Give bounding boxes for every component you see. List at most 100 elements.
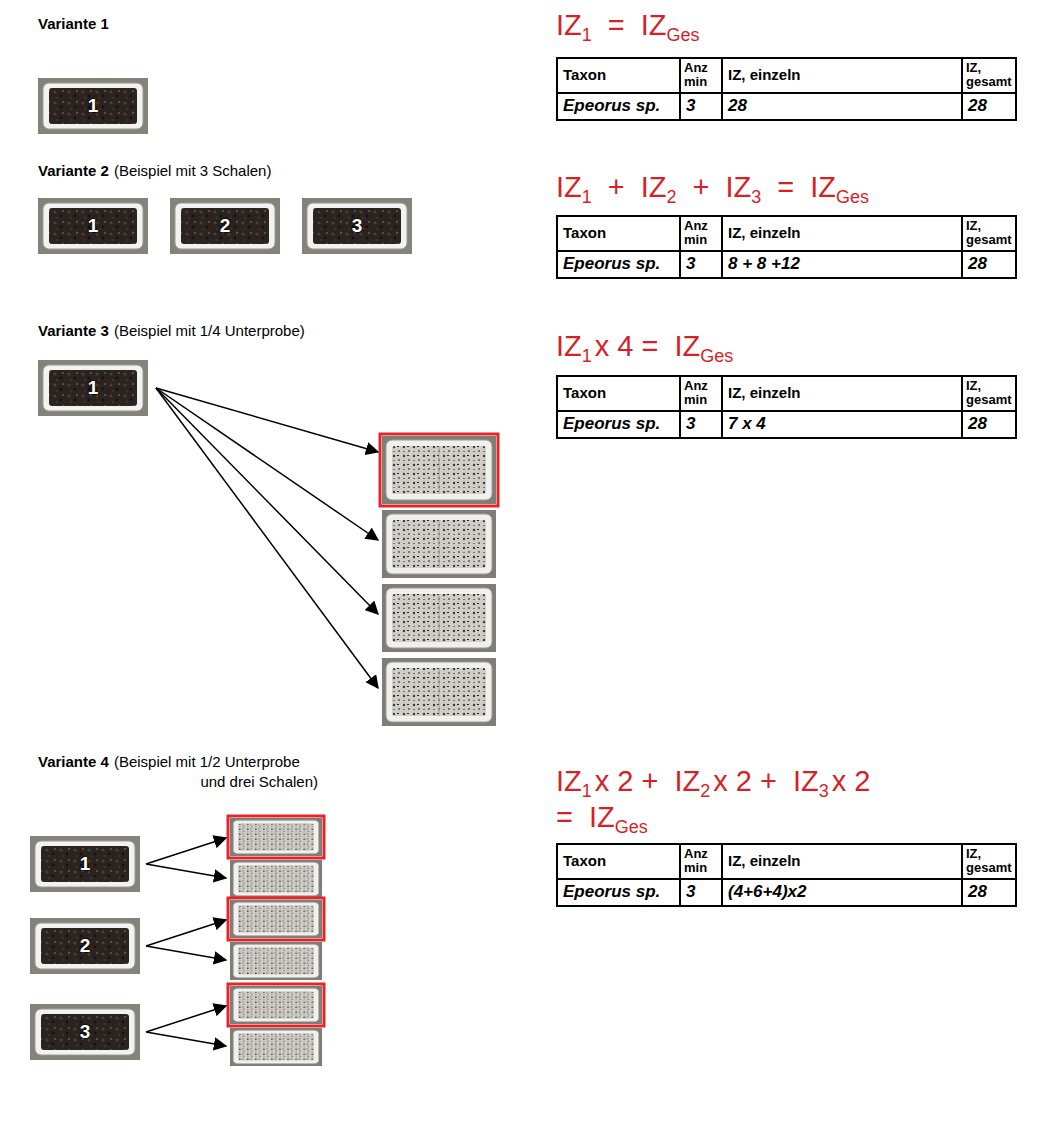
variant-heading: Variante 3 <box>38 322 109 339</box>
formula-subscript: 1 <box>582 347 592 366</box>
tray-number: 1 <box>88 215 99 237</box>
split-arrow <box>146 864 226 878</box>
tray-rim <box>307 203 407 249</box>
variant-heading-line: Variante 2(Beispiel mit 3 Schalen) <box>38 161 271 181</box>
variant-note: (Beispiel mit 1/4 Unterprobe) <box>114 322 305 339</box>
subsample-tray <box>230 900 322 938</box>
table-cell: Epeorus sp. <box>558 880 681 907</box>
formula-line: =IZGes <box>556 802 886 832</box>
formula-subscript: Ges <box>667 26 700 45</box>
tray-rim <box>35 923 135 969</box>
subsample-tray <box>382 584 496 652</box>
cell-text: 28 <box>728 96 747 116</box>
formula-operator: = <box>556 802 573 832</box>
formula-subscript: 1 <box>582 782 592 801</box>
table-header-cell: IZ, einzeln <box>723 845 963 880</box>
table-header-cell: Taxon <box>558 845 681 880</box>
table-cell: 28 <box>963 94 1017 121</box>
tray-number: 3 <box>80 1021 91 1043</box>
subsample-tray <box>382 436 496 504</box>
taxon-table: TaxonAnz minIZ, einzelnIZ, gesamtEpeorus… <box>556 215 1017 279</box>
variant-heading-line: Variante 4(Beispiel mit 1/2 Unterprobe u… <box>38 752 318 791</box>
subsample-tray <box>230 818 322 856</box>
cell-text: IZ, gesamt <box>966 379 1012 408</box>
tray-number: 2 <box>80 935 91 957</box>
selected-frame <box>228 984 324 1026</box>
tray-number: 3 <box>352 215 363 237</box>
cell-text: 3 <box>686 414 695 434</box>
formula: IZ1=IZGes <box>556 10 700 40</box>
cell-text: Epeorus sp. <box>563 96 660 116</box>
cell-text: IZ, einzeln <box>728 385 801 402</box>
photo-ground <box>302 198 412 254</box>
table-header-cell: IZ, einzeln <box>723 217 963 252</box>
formula-term: IZ <box>674 331 700 361</box>
subsample-tray <box>230 942 322 980</box>
table-cell: 28 <box>723 94 963 121</box>
subsample-tray <box>382 510 496 578</box>
cell-text: Taxon <box>563 67 606 84</box>
cell-text: Epeorus sp. <box>563 414 660 434</box>
table-header-cell: Anz min <box>681 217 723 252</box>
table-cell: 28 <box>963 880 1017 907</box>
tray-photo: 1 <box>38 78 148 134</box>
tray-photo: 1 <box>38 360 148 416</box>
table-header-cell: IZ, gesamt <box>963 377 1017 412</box>
formula-line: IZ1x 4 =IZGes <box>556 331 733 361</box>
cell-text: Epeorus sp. <box>563 254 660 274</box>
formula-operator: = <box>777 172 794 202</box>
taxon-table: TaxonAnz minIZ, einzelnIZ, gesamtEpeorus… <box>556 843 1017 907</box>
photo-ground <box>38 360 148 416</box>
split-arrow <box>156 388 378 614</box>
table-cell: 3 <box>681 252 723 279</box>
tray-rim <box>43 365 143 411</box>
split-arrow <box>156 388 378 540</box>
tray-number: 1 <box>88 95 99 117</box>
table-header-cell: Anz min <box>681 59 723 94</box>
tray-rim <box>43 203 143 249</box>
formula-term: IZ <box>641 10 667 40</box>
cell-text: IZ, einzeln <box>728 67 801 84</box>
formula: IZ1x 2 +IZ2x 2 +IZ3x 2=IZGes <box>556 766 886 833</box>
formula: IZ1x 4 =IZGes <box>556 331 733 361</box>
table-cell: 3 <box>681 94 723 121</box>
split-arrow <box>156 388 378 452</box>
cell-text: 3 <box>686 254 695 274</box>
tray-photo: 2 <box>30 918 140 974</box>
taxon-table: TaxonAnz minIZ, einzelnIZ, gesamtEpeorus… <box>556 57 1017 121</box>
table-header-cell: Taxon <box>558 217 681 252</box>
tray-sediment <box>49 370 137 406</box>
variant-note: (Beispiel mit 3 Schalen) <box>114 162 272 179</box>
tray-sediment <box>41 928 129 964</box>
table-cell: Epeorus sp. <box>558 94 681 121</box>
cell-text: IZ, einzeln <box>728 225 801 242</box>
table-header-cell: IZ, einzeln <box>723 377 963 412</box>
formula-operator: + <box>608 172 625 202</box>
photo-ground <box>30 1004 140 1060</box>
photo-ground <box>30 836 140 892</box>
formula-operator: + <box>693 172 710 202</box>
split-arrow <box>146 1006 226 1032</box>
formula-term: IZ <box>725 172 751 202</box>
formula-term: IZ <box>793 766 819 796</box>
cell-text: 28 <box>968 882 987 902</box>
formula-term: IZ <box>556 766 582 796</box>
cell-text: 28 <box>968 96 987 116</box>
photo-ground <box>38 78 148 134</box>
variant-heading: Variante 4 <box>38 753 109 770</box>
cell-text: 8 + 8 +12 <box>728 254 800 274</box>
formula-line: IZ1+IZ2+IZ3=IZGes <box>556 172 869 202</box>
tray-sediment <box>181 208 269 244</box>
formula-operator: x 2 <box>832 766 871 796</box>
table-cell: 3 <box>681 880 723 907</box>
selected-frame <box>380 434 498 506</box>
tray-photo: 1 <box>38 198 148 254</box>
table-header-cell: Anz min <box>681 845 723 880</box>
tray-sediment <box>41 846 129 882</box>
cell-text: 28 <box>968 414 987 434</box>
selected-frame <box>228 898 324 940</box>
tray-rim <box>35 1009 135 1055</box>
formula-subscript: 2 <box>667 188 677 207</box>
photo-ground <box>38 198 148 254</box>
